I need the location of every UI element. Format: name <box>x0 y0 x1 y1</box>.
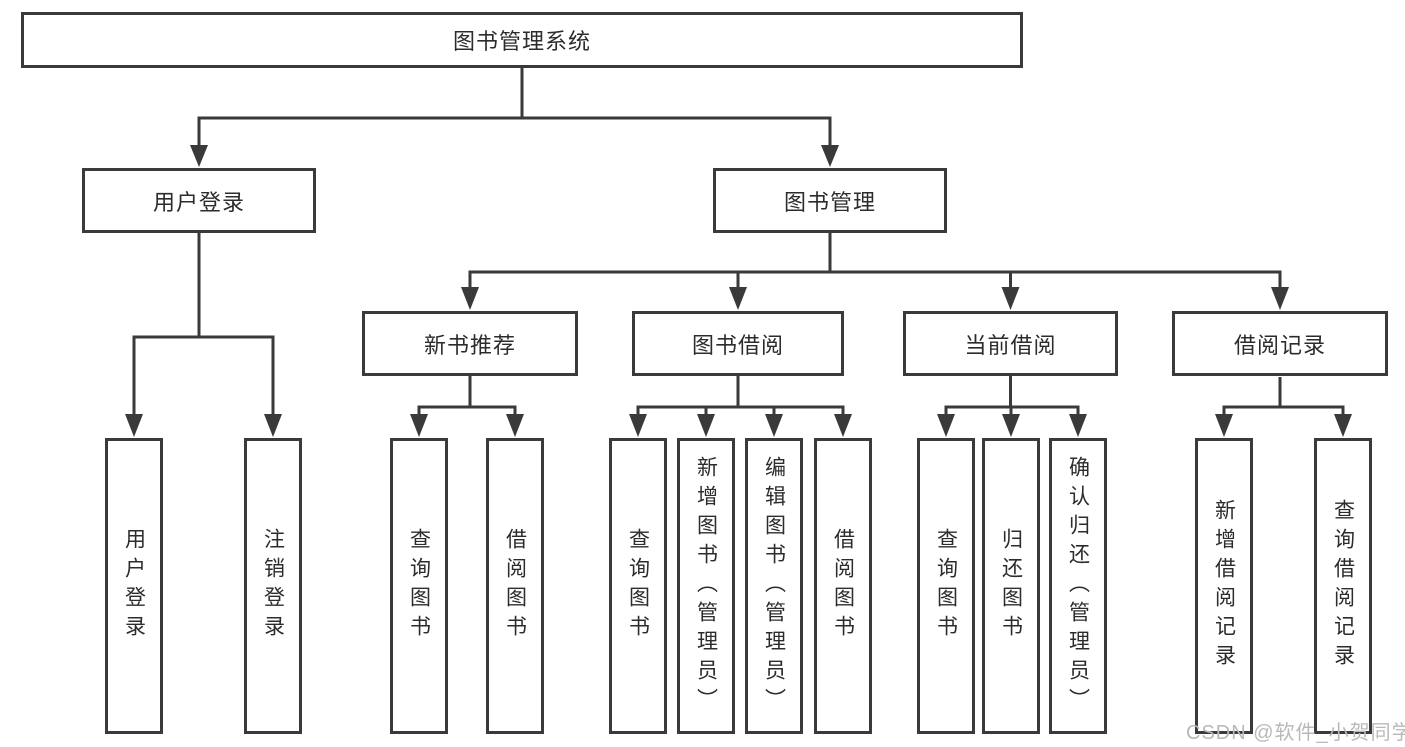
leaf-user-login: 用户登录 <box>105 438 163 734</box>
leaf-label: 查询图书 <box>626 528 650 644</box>
leaf-confirm-return-admin: 确认归还（管理员） <box>1049 438 1107 734</box>
leaf-label: 查询借阅记录 <box>1331 499 1355 673</box>
leaf-query-books: 查询图书 <box>917 438 975 734</box>
leaf-label: 查询图书 <box>934 528 958 644</box>
leaf-add-books-admin: 新增图书（管理员） <box>677 438 735 734</box>
node-book-management: 图书管理 <box>713 168 947 233</box>
leaf-borrow-books: 借阅图书 <box>814 438 872 734</box>
node-label: 图书借阅 <box>691 332 784 358</box>
leaf-query-books: 查询图书 <box>390 438 448 734</box>
leaf-label: 新增借阅记录 <box>1212 499 1236 673</box>
leaf-label: 借阅图书 <box>831 528 855 644</box>
node-root-library-system: 图书管理系统 <box>21 12 1023 68</box>
leaf-label: 新增图书（管理员） <box>694 455 718 717</box>
node-label: 用户登录 <box>152 189 245 215</box>
node-label: 当前借阅 <box>964 332 1057 358</box>
leaf-label: 归还图书 <box>999 528 1023 644</box>
leaf-query-borrow-record: 查询借阅记录 <box>1314 438 1372 734</box>
leaf-logout: 注销登录 <box>244 438 302 734</box>
node-label: 借阅记录 <box>1233 332 1326 358</box>
node-label: 新书推荐 <box>423 332 516 358</box>
leaf-label: 用户登录 <box>122 528 146 644</box>
node-label: 图书管理 <box>783 189 876 215</box>
csdn-watermark: CSDN @软件_小贺同学 <box>1186 722 1405 744</box>
leaf-label: 借阅图书 <box>503 528 527 644</box>
leaf-label: 确认归还（管理员） <box>1066 455 1090 717</box>
leaf-edit-books-admin: 编辑图书（管理员） <box>745 438 803 734</box>
leaf-return-books: 归还图书 <box>982 438 1040 734</box>
node-label: 图书管理系统 <box>452 29 591 54</box>
leaf-add-borrow-record: 新增借阅记录 <box>1195 438 1253 734</box>
leaf-borrow-books: 借阅图书 <box>486 438 544 734</box>
node-borrow-records: 借阅记录 <box>1172 311 1388 376</box>
leaf-label: 编辑图书（管理员） <box>762 455 786 717</box>
node-user-login: 用户登录 <box>82 168 316 233</box>
leaf-query-books: 查询图书 <box>609 438 667 734</box>
node-new-book-recommend: 新书推荐 <box>362 311 578 376</box>
leaf-label: 注销登录 <box>261 528 285 644</box>
node-book-borrow: 图书借阅 <box>632 311 844 376</box>
leaf-label: 查询图书 <box>407 528 431 644</box>
node-current-borrow: 当前借阅 <box>903 311 1118 376</box>
arrowheads <box>125 145 1352 437</box>
